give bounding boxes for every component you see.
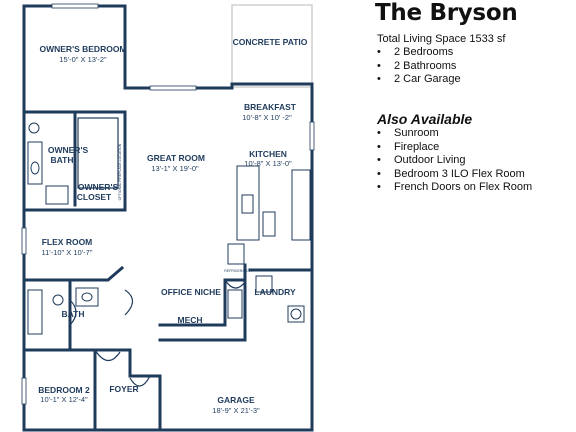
foyer-label: FOYER [109, 384, 138, 394]
laundry-fixtures [227, 275, 305, 323]
feature-item: •2 Car Garage [377, 73, 461, 85]
great-room-label: GREAT ROOM [147, 153, 205, 163]
kitchen-label: KITCHEN [249, 149, 287, 159]
kitchen-dims: 10'-8" X 13'-0" [244, 159, 292, 168]
mech-label: MECH [177, 315, 202, 325]
option-item: •Outdoor Living [377, 154, 466, 166]
owners-bath-fixtures [27, 117, 119, 205]
plan-title: The Bryson [375, 0, 518, 26]
bedroom-2-dims: 10'-1" X 12'-4" [40, 395, 88, 404]
owners-closet-label-line1: OWNER'S [78, 182, 119, 192]
owners-bedroom-dims: 15'-0" X 13'-2" [59, 55, 107, 64]
option-item: •Sunroom [377, 127, 439, 139]
also-available-heading: Also Available [377, 111, 473, 127]
living-space-text: Total Living Space 1533 sf [377, 33, 506, 45]
windows [21, 3, 315, 405]
feature-item: •2 Bathrooms [377, 59, 457, 72]
great-room-dims: 13'-1" X 19'-0" [151, 164, 199, 173]
refrigerator-label: REFRIGERATOR [224, 269, 252, 273]
flex-room-label: FLEX ROOM [42, 237, 93, 247]
interior-walls [22, 110, 314, 432]
also-available-list: •Sunroom •Fireplace •Outdoor Living •Bed… [377, 127, 532, 195]
door-swings [69, 279, 246, 387]
owners-closet-label-line2: CLOSET [77, 192, 112, 202]
owners-bedroom-label: OWNER'S BEDROOM [39, 44, 126, 54]
concrete-patio-label: CONCRETE PATIO [233, 37, 308, 47]
flex-room-dims: 11'-10" X 10'-7" [42, 248, 93, 257]
bath-fixtures [27, 287, 99, 335]
office-niche-label: OFFICE NICHE [161, 287, 221, 297]
patio-outline [231, 4, 313, 88]
bath-label: BATH [62, 309, 85, 319]
garage-label: GARAGE [217, 395, 255, 405]
option-item: •Bedroom 3 ILO Flex Room [377, 167, 525, 180]
option-item: •French Doors on Flex Room [377, 181, 533, 193]
exterior-walls [22, 4, 314, 432]
option-item: •Fireplace [377, 140, 440, 153]
fireplace-location-note: OPTIONAL FIREPLACE LOCATION [118, 143, 122, 200]
owners-bath-label-line1: OWNER'S [48, 145, 89, 155]
breakfast-dims: 10'-8" X 10' -2" [242, 113, 292, 122]
bedroom-2-label: BEDROOM 2 [38, 385, 90, 395]
kitchen-fixtures [227, 165, 311, 265]
laundry-label: LAUNDRY [254, 287, 296, 297]
garage-dims: 18'-9" X 21'-3" [212, 406, 260, 415]
owners-bath-label-line2: BATH [51, 155, 74, 165]
features-list: •2 Bedrooms •2 Bathrooms •2 Car Garage [377, 46, 461, 87]
breakfast-label: BREAKFAST [244, 102, 297, 112]
feature-item: •2 Bedrooms [377, 46, 454, 58]
